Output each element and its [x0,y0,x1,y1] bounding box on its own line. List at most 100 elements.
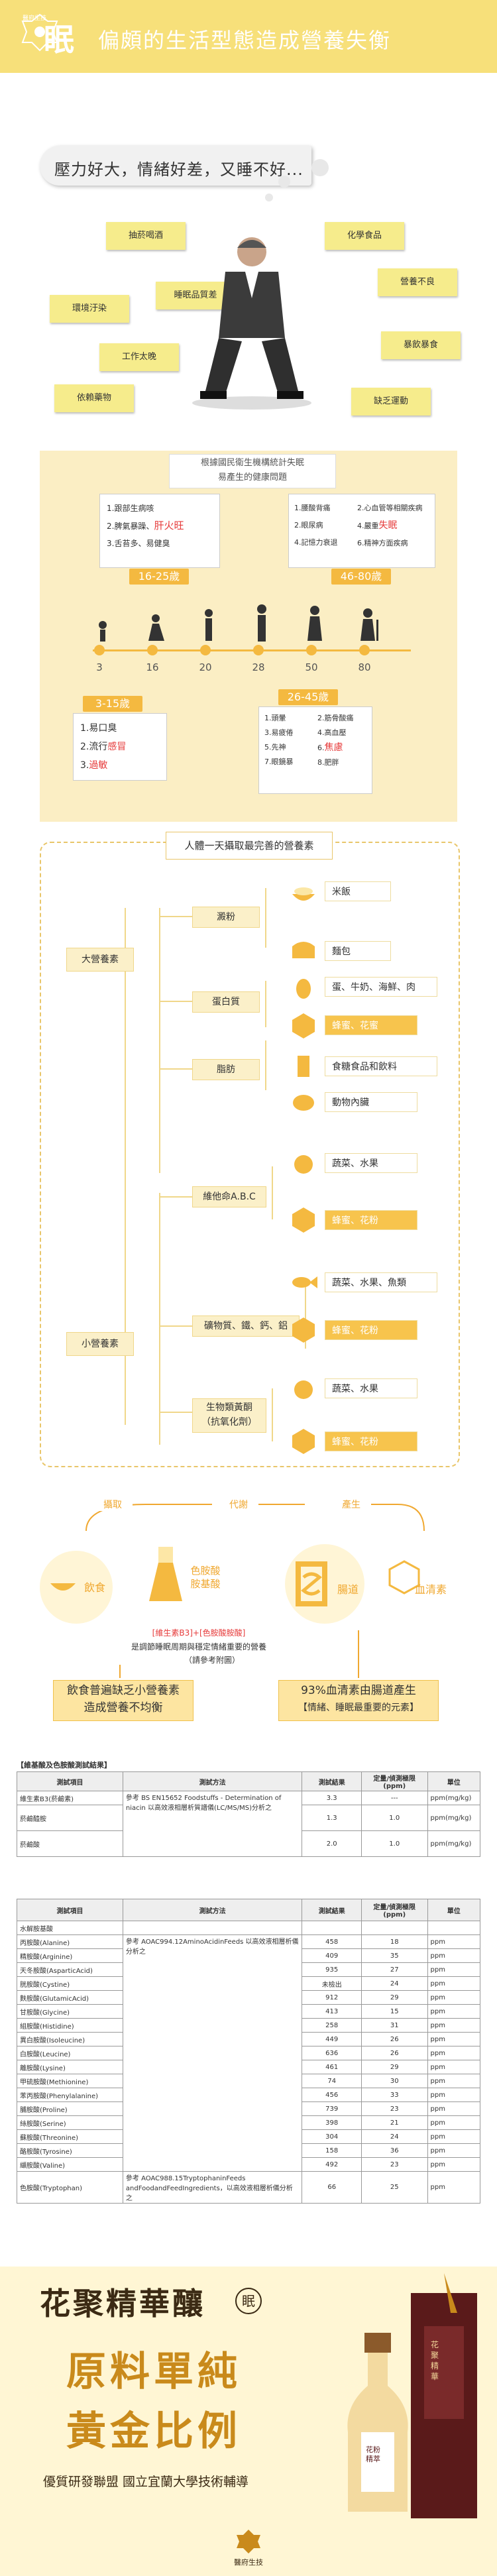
table-cell: 精胺酸(Arginine) [17,1948,123,1963]
table-cell: 258 [302,2018,362,2033]
header-banner [0,0,497,73]
table-cell: 29 [360,2060,428,2074]
age-axis-dot [359,645,370,655]
table-cell: 739 [302,2101,362,2116]
age-axis-dot [94,645,105,655]
flower-logo-icon [21,13,58,52]
table-cell: 26 [360,2032,428,2046]
disease-item: 6.精神方面疾病 [357,539,408,547]
leaf-egg: 蛋、牛奶、海鮮、肉 [325,977,437,997]
table-cell: ppm [427,1948,481,1963]
leaf-veg: 蔬菜、水果、魚類 [325,1272,437,1292]
table-cell: 35 [360,1948,428,1963]
disease-item: 3.過敏 [80,760,108,771]
table-header: 測試方法 [122,1771,303,1791]
product-title-char: 眠 [235,2288,262,2314]
flower-logo-icon [237,2530,260,2553]
table-cell: 丙胺酸(Alanine) [17,1934,123,1949]
age-axis-line [93,649,411,651]
table-cell: 74 [302,2074,362,2088]
age-axis-dot [306,645,317,655]
table-cell: 24 [360,2129,428,2144]
table-header: 測試項目 [17,1771,123,1791]
table-cell [360,1921,428,1935]
age-chart-heading-line: 易產生的健康問題 [217,473,287,482]
header-brand-char: 眠 [44,22,74,58]
table-cell: 458 [302,1934,362,1949]
disease-highlight: 失眠 [378,520,398,531]
table-cell [302,1921,362,1935]
table-cell: 27 [360,1962,428,1977]
leaf-honey: 蜂蜜、花粉 [325,1431,417,1451]
honeycomb-icon [292,1013,315,1038]
node-mineral: 礦物質、鐵、鈣、鋁 [192,1316,300,1337]
table-header: 測試結果 [302,1771,362,1791]
connector-line [358,1630,359,1678]
thought-cloud [278,176,290,188]
table-cell: 絲胺酸(Serine) [17,2115,123,2130]
pill-undernourished: 飲食普遍缺乏小營養素 造成營養不均衡 [53,1680,193,1721]
table-cell: 異白胺酸(Isoleucine) [17,2032,123,2046]
table-cell: ppm [427,2171,481,2204]
tree-connector [305,1286,306,1349]
stressed-man-illustration [192,237,311,410]
table-cell: 25 [360,2171,428,2204]
serotonin-label: 血清素 [414,1583,447,1596]
footer-brand: 醫府生技 [234,2558,263,2567]
stage-label: 攝取 [93,1498,133,1511]
table-cell: 胱胺酸(Cystine) [17,1976,123,1991]
product-title: 花聚精華釀 [40,2286,205,2322]
table-cell: 23 [360,2101,428,2116]
table-cell: 449 [302,2032,362,2046]
age-pill-3-15: 3-15歲 [83,696,142,712]
fruit-icon [294,1155,313,1174]
table-cell: ppm [427,2004,481,2019]
table-cell: 白胺酸(Leucine) [17,2046,123,2060]
table-cell: 29 [360,1990,428,2005]
age-chart-heading-line: 根據國民衛生機構統計失眠 [200,458,304,468]
table-header: 測試項目 [17,1899,123,1921]
flask-icon [149,1547,182,1601]
sticky-note: 化學食品 [325,222,404,250]
bottle-label: 花粉精萃 [366,2445,380,2463]
molecule-icon [388,1560,420,1595]
table-cell: ppm(mg/kg) [427,1805,481,1831]
table-cell [427,1921,481,1935]
table-cell: 66 [302,2171,362,2204]
product-bottle-illustration [347,2273,477,2518]
honeycomb-icon [292,1317,315,1343]
disease-item: 8.肥胖 [317,758,339,767]
fruit-icon [294,1380,313,1399]
age-pill-46-80: 46-80歲 [331,569,391,585]
table-cell: ppm [427,2088,481,2102]
age-tick-label: 50 [305,661,318,673]
age-figures [99,604,378,642]
table-cell: 參考 AOAC988.15TryptophaninFeeds andFoodan… [122,2171,303,2204]
age-tick-label: 20 [199,661,212,673]
box-label: 花聚精華 [431,2340,439,2381]
rice-icon [292,887,315,901]
disease-box-26-45: 1.頭暈 3.易疲倦 5.先神 7.眼鏡暴 2.筋骨酸痛 4.高血壓 6.焦慮 … [258,706,372,794]
table-cell: 456 [302,2088,362,2102]
table-cell: 組胺酸(Histidine) [17,2018,123,2033]
table-cell: 天冬胺酸(AsparticAcid) [17,1962,123,1977]
node-micro: 小營養素 [66,1332,134,1356]
stage-label: 產生 [331,1498,371,1511]
table-cell: 912 [302,1990,362,2005]
disease-item: 2.脾氣暴躁、肝火旺 [107,520,184,532]
pill-line: 造成營養不均衡 [83,1701,163,1714]
sticky-note: 暴飲暴食 [381,331,461,359]
sticky-note: 營養不良 [378,268,457,296]
disease-item: 2.筋骨酸痛 [317,714,354,722]
table-cell: ppm [427,2129,481,2144]
disease-item: 4.嚴重失眠 [357,520,398,531]
page-title: 偏頗的生活型態造成營養失衡 [98,28,392,53]
table-header: 定量/偵測極限(ppm) [360,1771,428,1791]
table-cell: 維生素B3(菸鹼素) [17,1791,123,1805]
